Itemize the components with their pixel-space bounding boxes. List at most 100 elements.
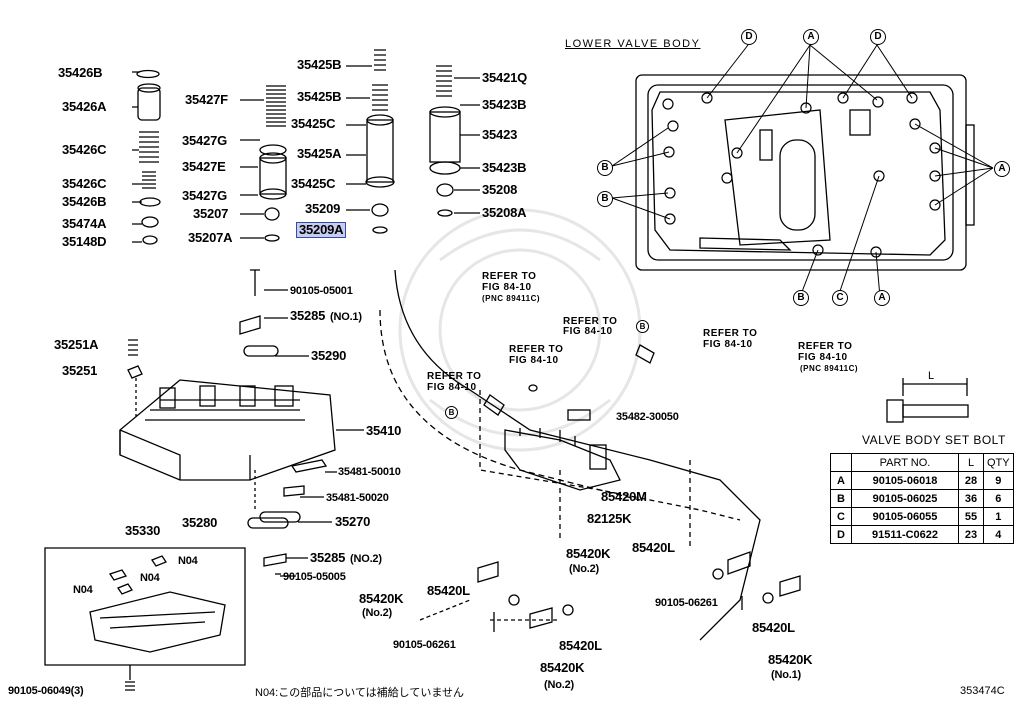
table-cell: 4 bbox=[983, 525, 1014, 544]
part-label[interactable]: 85420K bbox=[540, 660, 585, 675]
part-label-suffix: (NO.2) bbox=[350, 553, 382, 565]
refer-note-line: REFER TO bbox=[798, 341, 853, 352]
table-cell[interactable]: 90105-06055 bbox=[851, 507, 959, 526]
table-cell[interactable]: 91511-C0622 bbox=[851, 525, 959, 544]
refer-note-line: REFER TO bbox=[703, 328, 758, 339]
table-cell: B bbox=[830, 489, 852, 508]
part-label[interactable]: 90105-06261 bbox=[655, 597, 718, 609]
part-label[interactable]: 35270 bbox=[335, 514, 371, 529]
part-label[interactable]: 35425C bbox=[291, 116, 336, 131]
part-label-suffix: (No.2) bbox=[544, 679, 574, 691]
table-cell[interactable]: 90105-06018 bbox=[851, 471, 959, 490]
part-label[interactable]: 35425C bbox=[291, 176, 336, 191]
part-label[interactable]: 85420K bbox=[359, 591, 404, 606]
part-label[interactable]: 35481-50010 bbox=[338, 466, 401, 478]
part-label[interactable]: 82125K bbox=[587, 511, 632, 526]
part-label[interactable]: 35427E bbox=[182, 159, 226, 174]
part-label[interactable]: 85420L bbox=[632, 540, 675, 555]
table-cell: C bbox=[830, 507, 852, 526]
table-row: B 90105-06025 36 6 bbox=[830, 489, 1014, 508]
table-cell: 36 bbox=[958, 489, 984, 508]
part-label[interactable]: 35209 bbox=[305, 201, 341, 216]
part-label[interactable]: 35251A bbox=[54, 337, 99, 352]
callout-a: A bbox=[874, 290, 890, 306]
bolt-drawing bbox=[886, 378, 969, 423]
part-label[interactable]: 35425B bbox=[297, 89, 342, 104]
table-cell[interactable]: 90105-06025 bbox=[851, 489, 959, 508]
part-label-suffix: (No.2) bbox=[362, 607, 392, 619]
oil-strainer-box bbox=[44, 547, 246, 691]
table-cell: 1 bbox=[983, 507, 1014, 526]
part-label[interactable]: 35285 bbox=[310, 550, 346, 565]
part-label[interactable]: 35207 bbox=[193, 206, 229, 221]
part-label[interactable]: 85420L bbox=[752, 620, 795, 635]
part-label[interactable]: 85420K bbox=[768, 652, 813, 667]
part-label[interactable]: 85420L bbox=[559, 638, 602, 653]
part-label[interactable]: 35425B bbox=[297, 57, 342, 72]
callout-d: D bbox=[870, 29, 886, 45]
bolt-table-title: VALVE BODY SET BOLT bbox=[862, 433, 1006, 447]
part-label[interactable]: 35330 bbox=[125, 523, 161, 538]
part-label[interactable]: 35427G bbox=[182, 188, 228, 203]
part-label[interactable]: N04 bbox=[178, 555, 198, 567]
callout-b: B bbox=[793, 290, 809, 306]
part-label[interactable]: 85420L bbox=[427, 583, 470, 598]
table-cell: 23 bbox=[958, 525, 984, 544]
part-label[interactable]: 90105-06049(3) bbox=[8, 685, 84, 697]
part-label[interactable]: 90105-05001 bbox=[290, 285, 353, 297]
part-label[interactable]: 35423B bbox=[482, 160, 527, 175]
part-label-suffix: (No.1) bbox=[771, 669, 801, 681]
refer-note-line: (PNC 89411C) bbox=[800, 364, 859, 373]
callout-a: A bbox=[994, 161, 1010, 177]
valve-parts-stack-4 bbox=[429, 65, 480, 217]
part-label[interactable]: 35280 bbox=[182, 515, 218, 530]
part-label[interactable]: 35426C bbox=[62, 142, 107, 157]
part-label[interactable]: 85420K bbox=[566, 546, 611, 561]
table-cell: 55 bbox=[958, 507, 984, 526]
footnote: N04:この部品については補給していません bbox=[255, 687, 465, 699]
figure-id: 353474C bbox=[960, 685, 1005, 697]
part-label[interactable]: 35251 bbox=[62, 363, 98, 378]
part-label[interactable]: 35427G bbox=[182, 133, 228, 148]
part-label[interactable]: 35410 bbox=[366, 423, 402, 438]
part-label[interactable]: 90105-05005 bbox=[283, 571, 346, 583]
part-label[interactable]: 35426A bbox=[62, 99, 107, 114]
part-label[interactable]: 35423B bbox=[482, 97, 527, 112]
part-label-suffix: (NO.1) bbox=[330, 311, 362, 323]
part-label[interactable]: 35207A bbox=[188, 230, 233, 245]
part-label[interactable]: N04 bbox=[140, 572, 160, 584]
bolt-table: PART NO. L QTY A 90105-06018 28 9 B 9010… bbox=[830, 453, 1014, 544]
part-label[interactable]: N04 bbox=[73, 584, 93, 596]
table-header bbox=[830, 453, 852, 472]
part-label[interactable]: 35285 bbox=[290, 308, 326, 323]
table-cell: 28 bbox=[958, 471, 984, 490]
part-label[interactable]: 35421Q bbox=[482, 70, 528, 85]
table-header: QTY bbox=[983, 453, 1014, 472]
valve-body-assembly bbox=[119, 269, 364, 577]
refer-note-line: REFER TO bbox=[482, 271, 537, 282]
part-label[interactable]: 35481-50020 bbox=[326, 492, 389, 504]
part-label[interactable]: 35208A bbox=[482, 205, 527, 220]
callout-b: B bbox=[597, 160, 613, 176]
table-header: PART NO. bbox=[851, 453, 959, 472]
part-label[interactable]: 35426C bbox=[62, 176, 107, 191]
part-label-highlighted[interactable]: 35209A bbox=[296, 222, 347, 238]
table-cell: 9 bbox=[983, 471, 1014, 490]
part-label[interactable]: 35427F bbox=[185, 92, 228, 107]
part-label[interactable]: 35208 bbox=[482, 182, 518, 197]
part-label[interactable]: 35426B bbox=[62, 194, 107, 209]
part-label[interactable]: 35482-30050 bbox=[616, 411, 679, 423]
callout-b: B bbox=[636, 320, 649, 333]
bolt-length-label: L bbox=[928, 370, 935, 382]
part-label[interactable]: 35474A bbox=[62, 216, 107, 231]
part-label[interactable]: 85420M bbox=[601, 489, 647, 504]
refer-note-line: FIG 84-10 bbox=[703, 339, 753, 350]
part-label[interactable]: 35148D bbox=[62, 234, 107, 249]
part-label[interactable]: 35425A bbox=[297, 146, 342, 161]
refer-note-line: FIG 84-10 bbox=[509, 355, 559, 366]
part-label[interactable]: 35290 bbox=[311, 348, 347, 363]
part-label[interactable]: 35423 bbox=[482, 127, 518, 142]
table-header: L bbox=[958, 453, 984, 472]
part-label[interactable]: 90105-06261 bbox=[393, 639, 456, 651]
part-label[interactable]: 35426B bbox=[58, 65, 103, 80]
